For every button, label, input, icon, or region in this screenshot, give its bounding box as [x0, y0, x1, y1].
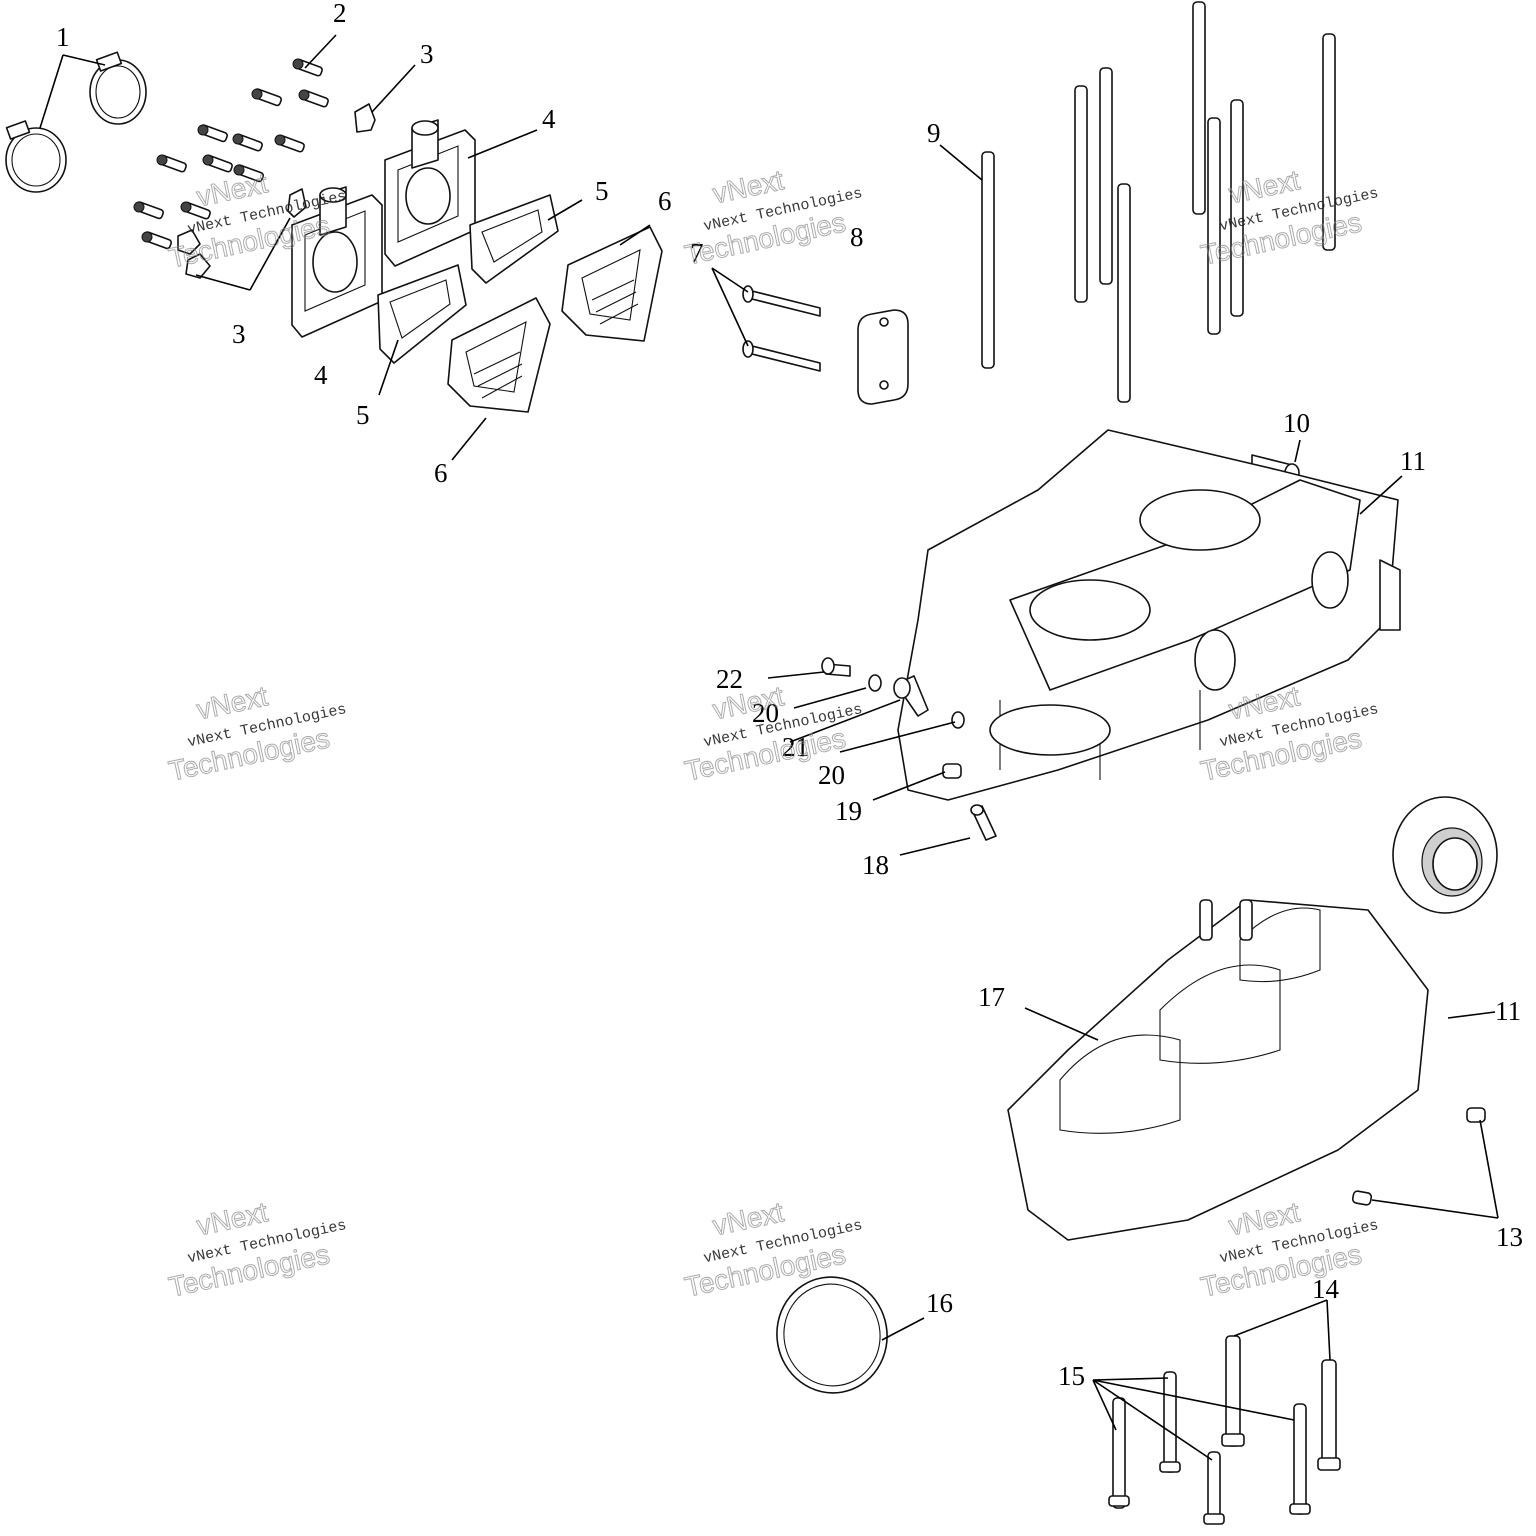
callout-4-lower: 4: [314, 360, 328, 390]
watermark-7: vNext vNext Technologies Technologies: [166, 1196, 348, 1303]
leader-lines: [39, 34, 1499, 1461]
callout-14: 14: [1312, 1274, 1340, 1304]
stud-set-part: [981, 1, 1336, 403]
callout-20-lower: 20: [818, 760, 845, 790]
callout-20-upper: 20: [752, 698, 779, 728]
watermark-4: vNext vNext Technologies Technologies: [166, 680, 348, 787]
clip-part: [177, 103, 376, 279]
crankcase-bolt-part: [1108, 1335, 1341, 1525]
callout-13: 13: [1496, 1222, 1523, 1252]
callout-11-upper: 11: [1400, 446, 1426, 476]
callout-22: 22: [716, 664, 743, 694]
callout-7: 7: [690, 238, 704, 268]
callout-17: 17: [978, 982, 1005, 1012]
callout-21: 21: [782, 732, 809, 762]
callout-2: 2: [333, 0, 347, 28]
reed-block-part: [447, 226, 663, 413]
callout-6-lower: 6: [434, 458, 448, 488]
small-hardware-part: [821, 657, 997, 841]
callout-1: 1: [56, 22, 70, 52]
callout-10: 10: [1283, 408, 1310, 438]
spacer-part: [377, 194, 559, 364]
callout-3-lower: 3: [232, 319, 246, 349]
callout-6-upper: 6: [658, 186, 672, 216]
pin-part: [742, 285, 821, 372]
callout-5-upper: 5: [595, 176, 609, 206]
reed-valve-housing-part: [291, 119, 476, 338]
crankcase-lower-part: [1007, 899, 1429, 1241]
callout-5-lower: 5: [356, 400, 370, 430]
callout-8: 8: [850, 222, 864, 252]
callout-19: 19: [835, 796, 862, 826]
callout-4-upper: 4: [542, 104, 556, 134]
plug-part: [1351, 1107, 1486, 1206]
oil-seal-part: [1392, 796, 1498, 914]
callout-15: 15: [1058, 1361, 1085, 1391]
screw-set-part: [133, 58, 329, 250]
watermark-2: vNext vNext Technologies Technologies: [682, 164, 864, 271]
callout-labels: 1 2 3 3 4 4 5 5 6 6 7 8 9 10 11 11 13 14…: [56, 0, 1523, 1391]
callout-9: 9: [927, 118, 941, 148]
cover-plate-part: [857, 309, 909, 405]
callout-3-upper: 3: [420, 39, 434, 69]
o-ring-part: [776, 1276, 888, 1394]
callout-18: 18: [862, 850, 889, 880]
hose-clamp-part: [5, 51, 147, 193]
callout-11-lower: 11: [1495, 996, 1521, 1026]
crankcase-upper-part: [897, 429, 1401, 801]
callout-16: 16: [926, 1288, 953, 1318]
